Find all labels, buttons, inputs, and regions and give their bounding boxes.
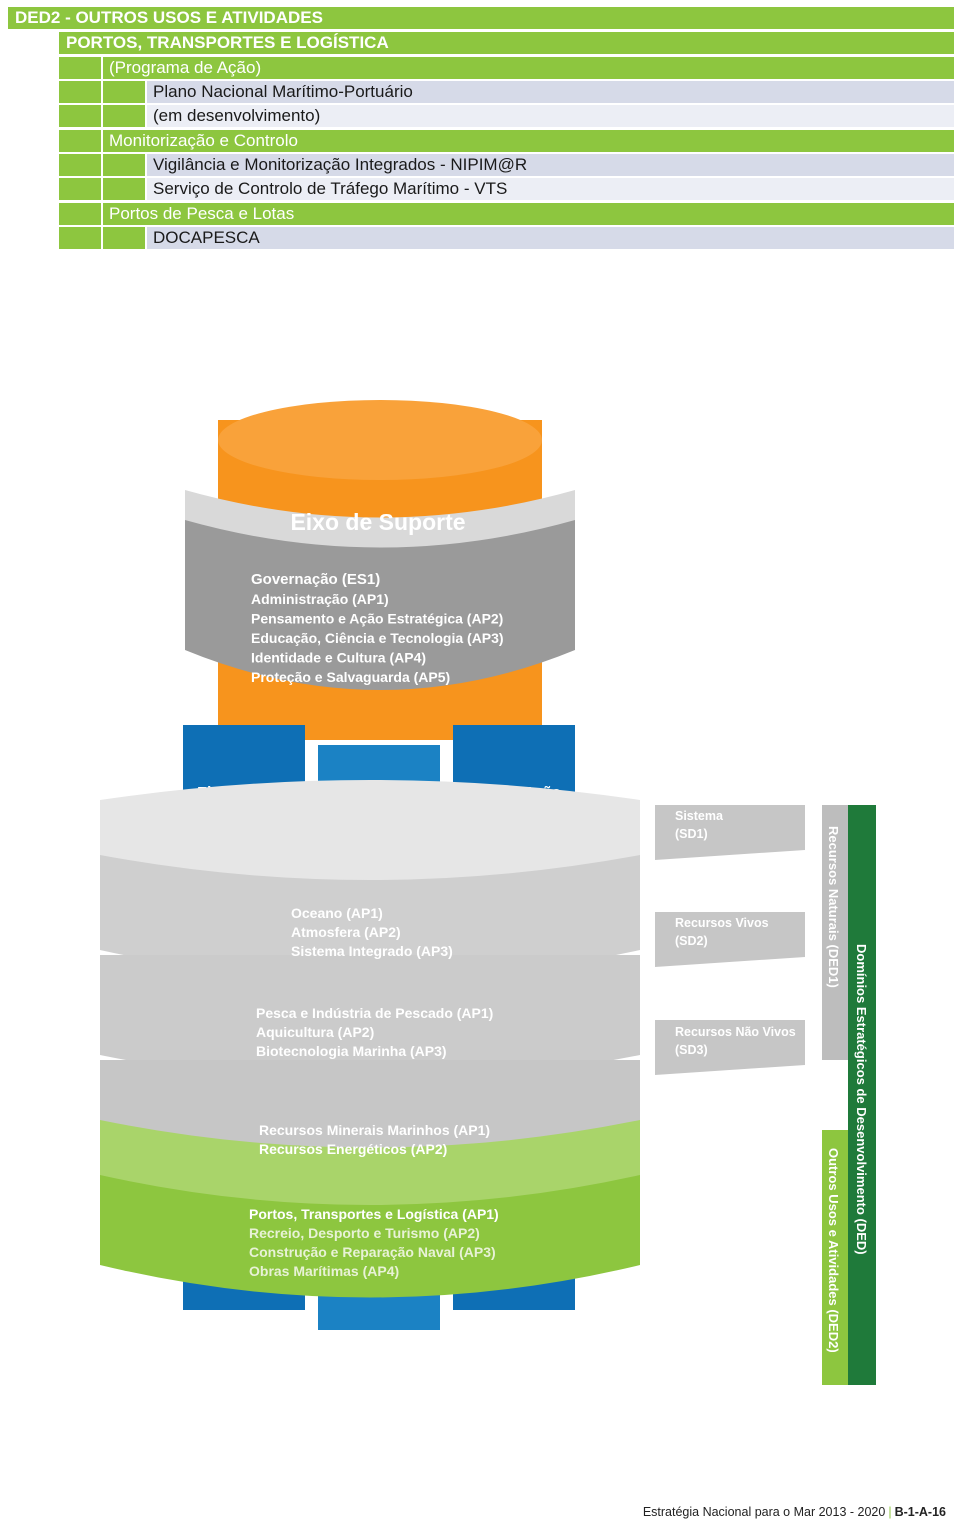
- support-axis-title: Eixo de Suporte: [290, 509, 465, 535]
- ring-item-label: Portos, Transportes e Logística (AP1): [249, 1206, 499, 1222]
- table-row: Serviço de Controlo de Tráfego Marítimo …: [59, 178, 954, 200]
- side-label-title: Recursos Não Vivos: [675, 1025, 796, 1039]
- ded1-bar: [822, 805, 848, 1060]
- row-label: Serviço de Controlo de Tráfego Marítimo …: [153, 179, 508, 198]
- table-row: Monitorização e Controlo: [59, 130, 954, 152]
- governance-label: Governação (ES1): [251, 571, 380, 588]
- row-label: DED2 - OUTROS USOS E ATIVIDADES: [15, 8, 323, 27]
- table-row: Vigilância e Monitorização Integrados - …: [59, 154, 954, 176]
- table-row: (Programa de Ação): [59, 57, 954, 79]
- ring-item-label: Construção e Reparação Naval (AP3): [249, 1244, 496, 1260]
- ring-item-label: Atmosfera (AP2): [291, 924, 401, 940]
- ring-item-label: Aquicultura (AP2): [256, 1024, 374, 1040]
- ring-2-shape: [100, 955, 640, 1083]
- row-label: Monitorização e Controlo: [109, 131, 298, 150]
- row-label: (em desenvolvimento): [153, 106, 321, 125]
- ring-item-label: Recreio, Desporto e Turismo (AP2): [249, 1225, 480, 1241]
- governance-band: [185, 490, 575, 690]
- row-label: DOCAPESCA: [153, 228, 260, 247]
- governance-band-rim: [185, 490, 575, 548]
- side-tags: [655, 805, 805, 1075]
- ded-label: Domínios Estratégicos de Desenvolvimento…: [854, 944, 869, 1255]
- side-tag-sd1: [655, 805, 805, 860]
- support-item-label: Educação, Ciência e Tecnologia (AP3): [251, 630, 504, 646]
- support-items: Administração (AP1) Pensamento e Ação Est…: [251, 591, 504, 685]
- side-label-title: Recursos Vivos: [675, 916, 769, 930]
- row-label: Portos de Pesca e Lotas: [109, 204, 295, 223]
- ded1-label: Recursos Naturais (DED1): [826, 826, 841, 988]
- row-label: Plano Nacional Marítimo-Portuário: [153, 82, 413, 101]
- footer-divider: |: [888, 1505, 892, 1519]
- ring-item-label: Pesca e Indústria de Pescado (AP1): [256, 1005, 493, 1021]
- support-item-label: Identidade e Cultura (AP4): [251, 650, 426, 666]
- table-row: (em desenvolvimento): [59, 105, 954, 127]
- table-row: DOCAPESCA: [59, 227, 954, 249]
- support-cylinder-top: [218, 400, 542, 480]
- support-item-label: Pensamento e Ação Estratégica (AP2): [251, 611, 503, 627]
- side-label-code: (SD1): [675, 827, 708, 841]
- support-item-label: Proteção e Salvaguarda (AP5): [251, 669, 450, 685]
- table-row: Plano Nacional Marítimo-Portuário: [59, 81, 954, 103]
- ring-item-label: Oceano (AP1): [291, 905, 383, 921]
- page-footer: Estratégia Nacional para o Mar 2013 - 20…: [643, 1505, 946, 1519]
- page-number: B-1-A-16: [894, 1505, 946, 1519]
- side-label-code: (SD2): [675, 934, 708, 948]
- ring-labels: Oceano (AP1) Atmosfera (AP2) Sistema Integ…: [249, 905, 499, 1279]
- side-tag-sd3: [655, 1020, 805, 1075]
- ring-4-green: [100, 1120, 640, 1298]
- ded2-label: Outros Usos e Atividades (DED2): [826, 1148, 841, 1353]
- ring-item-label: Biotecnologia Marinha (AP3): [256, 1043, 447, 1059]
- table-row: PORTOS, TRANSPORTES E LOGÍSTICA: [59, 32, 954, 54]
- ring-1: [100, 780, 640, 980]
- row-label: (Programa de Ação): [109, 58, 262, 77]
- governance-band-shape: [185, 520, 575, 690]
- ded-bar: [848, 805, 876, 1385]
- side-label-title: Sistema: [675, 809, 724, 823]
- ring-item-label: Recursos Energéticos (AP2): [259, 1141, 447, 1157]
- ring-1-rim: [100, 780, 640, 880]
- ded2-bar: [822, 1130, 848, 1385]
- table-row: DED2 - OUTROS USOS E ATIVIDADES: [8, 7, 954, 31]
- ring-4-rim: [100, 1120, 640, 1205]
- support-item-label: Administração (AP1): [251, 591, 389, 607]
- ring-item-label: Obras Marítimas (AP4): [249, 1263, 399, 1279]
- ring-1-shape: [100, 855, 640, 980]
- footer-title: Estratégia Nacional para o Mar 2013 - 20…: [642, 1505, 886, 1519]
- side-labels: Sistema (SD1) Recursos Vivos (SD2) Recursos …: [675, 809, 796, 1057]
- side-tag-sd2: [655, 912, 805, 967]
- row-label: PORTOS, TRANSPORTES E LOGÍSTICA: [66, 33, 389, 52]
- side-label-code: (SD3): [675, 1043, 708, 1057]
- ring-2: [100, 955, 640, 1083]
- ring-4-shape: [100, 1175, 640, 1298]
- row-label: Vigilância e Monitorização Integrados - …: [153, 155, 528, 174]
- ring-item-label: Sistema Integrado (AP3): [291, 943, 453, 959]
- ring-item-label: Recursos Minerais Marinhos (AP1): [259, 1122, 490, 1138]
- table-row: Portos de Pesca e Lotas: [59, 203, 954, 225]
